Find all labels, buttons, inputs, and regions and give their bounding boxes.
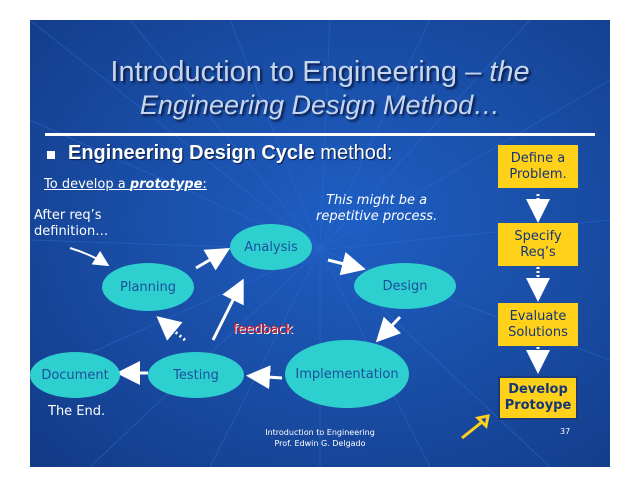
subheading-emph: prototype xyxy=(129,177,203,192)
arrow-planning-analysis xyxy=(195,247,231,271)
node-analysis: Analysis xyxy=(230,224,312,270)
step-1-line2: Problem. xyxy=(509,166,567,182)
slide-title-line1: Introduction to Engineering – the xyxy=(30,56,610,89)
node-design: Design xyxy=(354,263,456,309)
title-main: Introduction to Engineering – xyxy=(110,56,490,88)
slide-title-line2: Engineering Design Method… xyxy=(139,90,501,120)
title-italic: the xyxy=(489,56,530,88)
diagram-arrows xyxy=(69,194,550,440)
step-3-line1: Evaluate xyxy=(509,308,567,324)
note-repetitive-line2: repetitive process. xyxy=(316,209,438,224)
footer-line2: Prof. Edwin G. Delgado xyxy=(274,439,366,448)
step-3-line2: Solutions xyxy=(508,324,568,340)
step-4-line2: Protoype xyxy=(504,398,572,413)
arrow-implementation-testing xyxy=(246,365,283,390)
subheading-prefix: To develop a xyxy=(44,177,130,192)
arrow-analysis-design xyxy=(327,251,366,276)
page-number: 37 xyxy=(560,427,571,436)
heading-bold: Engineering Design Cycle xyxy=(68,142,315,164)
footer: Introduction to Engineering Prof. Edwin … xyxy=(250,427,390,449)
slide: Introduction to Engineering – the Engine… xyxy=(30,20,610,467)
note-after-line2: definition… xyxy=(34,224,109,239)
node-implementation: Implementation xyxy=(285,340,409,408)
step-2-line2: Req’s xyxy=(520,244,556,260)
step-2-line1: Specify xyxy=(514,228,562,244)
curved-input-arrow xyxy=(69,247,110,267)
note-repetitive: This might be a repetitive process. xyxy=(316,193,437,225)
feedback-label: feedback xyxy=(233,322,293,337)
arrow-design-implementation xyxy=(375,315,402,343)
footer-line1: Introduction to Engineering xyxy=(265,428,375,437)
step-1-line1: Define a xyxy=(510,150,566,166)
pointer-arrow-icon xyxy=(461,414,490,440)
the-end-label: The End. xyxy=(48,404,106,419)
node-testing: Testing xyxy=(148,352,244,398)
bullet-icon xyxy=(47,151,55,159)
section-heading: Engineering Design Cycle method: xyxy=(68,142,393,165)
node-document: Document xyxy=(30,352,120,398)
subheading-suffix: : xyxy=(202,177,207,192)
node-planning: Planning xyxy=(102,263,194,311)
feedback-arrow-testing-planning xyxy=(156,316,186,342)
subheading: To develop a prototype: xyxy=(44,177,207,193)
note-repetitive-line1: This might be a xyxy=(326,193,428,208)
title-underline xyxy=(45,133,595,136)
note-after-req: After req’s definition… xyxy=(34,208,108,240)
step-4-line1: Develop xyxy=(508,382,568,397)
heading-rest: method: xyxy=(314,142,393,164)
feedback-arrow-testing-analysis xyxy=(211,278,244,341)
note-after-line1: After req’s xyxy=(34,208,102,223)
